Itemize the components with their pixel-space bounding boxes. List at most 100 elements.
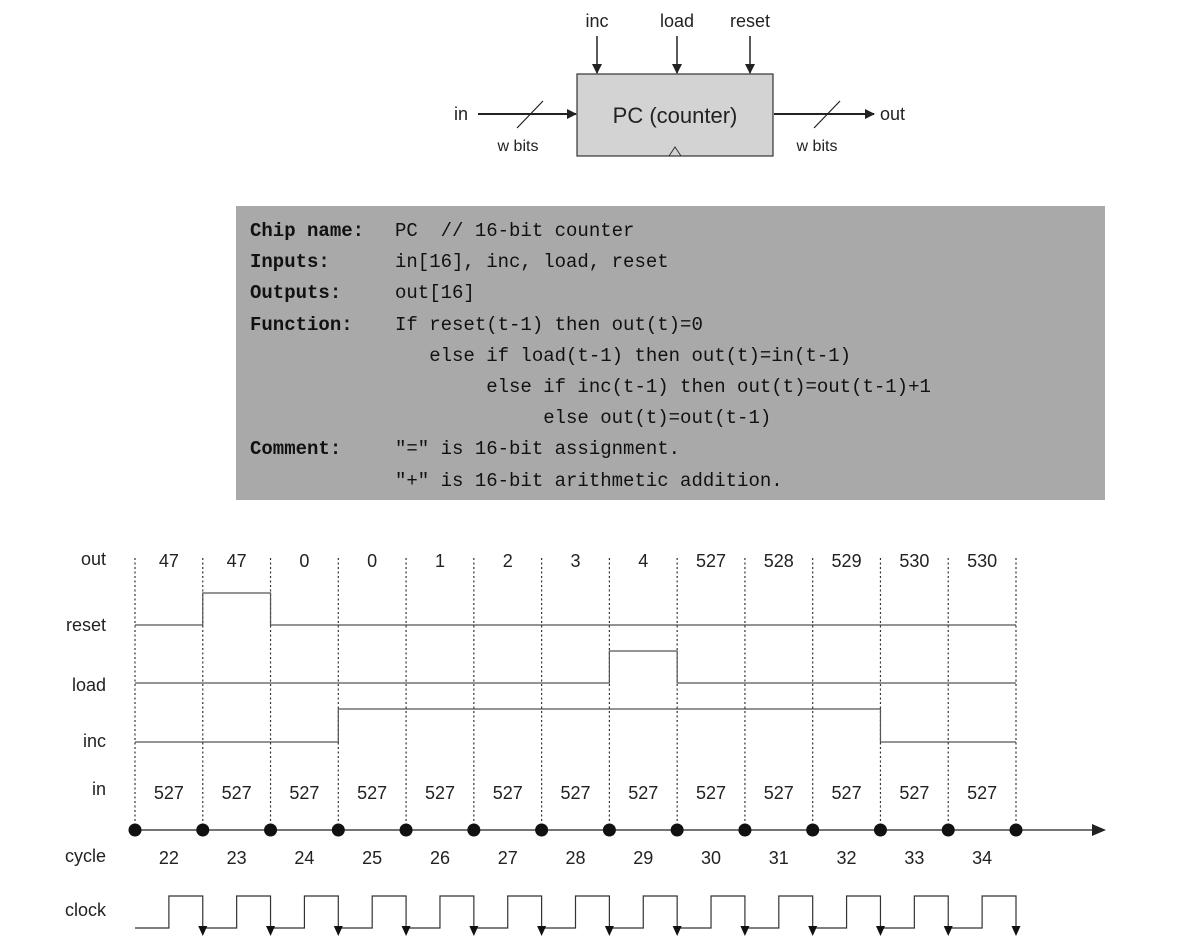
in-value: 527 xyxy=(899,783,929,803)
out-value: 3 xyxy=(570,551,580,571)
spec-label: Inputs: xyxy=(250,251,330,274)
clock-triangle-icon xyxy=(668,146,682,157)
load-input-label: load xyxy=(660,11,694,31)
row-label-out: out xyxy=(81,549,106,569)
cycle-number: 33 xyxy=(904,848,924,868)
spec-row: Function: If reset(t-1) then out(t)=0 xyxy=(250,310,1105,341)
clock-edge-arrow-icon xyxy=(1011,926,1021,936)
inc-input-label: inc xyxy=(585,11,608,31)
spec-label xyxy=(250,372,395,403)
cycle-number: 22 xyxy=(159,848,179,868)
spec-value: in[16], inc, load, reset xyxy=(395,251,669,274)
out-value: 2 xyxy=(503,551,513,571)
spec-value: "+" is 16-bit arithmetic addition. xyxy=(395,469,783,492)
row-label-clock: clock xyxy=(65,900,107,920)
out-bus-slash xyxy=(813,100,841,129)
in-value: 527 xyxy=(289,783,319,803)
spec-value: else out(t)=out(t-1) xyxy=(395,407,772,430)
cycle-dot xyxy=(128,823,142,837)
timing-diagram: out reset load inc in cycle clock 47 527 2… xyxy=(65,549,1106,936)
spec-row: Inputs: in[16], inc, load, reset xyxy=(250,247,1105,278)
spec-label: Outputs: xyxy=(250,282,342,305)
cycle-dot xyxy=(331,823,345,837)
out-value: 527 xyxy=(696,551,726,571)
cycle-number: 29 xyxy=(633,848,653,868)
clock-edge-arrow-icon xyxy=(672,926,682,936)
cycle-dot xyxy=(941,823,955,837)
cycle-number: 27 xyxy=(498,848,518,868)
clock-edge-arrow-icon xyxy=(537,926,547,936)
clock-edge-arrow-icon xyxy=(604,926,614,936)
in-value: 527 xyxy=(967,783,997,803)
spec-value: else if load(t-1) then out(t)=in(t-1) xyxy=(395,344,852,367)
cycle-number: 28 xyxy=(565,848,585,868)
out-value: 530 xyxy=(899,551,929,571)
clock-edge-arrow-icon xyxy=(198,926,208,936)
cycle-number: 24 xyxy=(294,848,314,868)
spec-row: Comment: "=" is 16-bit assignment. xyxy=(250,434,1105,465)
cycle-dot xyxy=(196,823,210,837)
spec-value: out[16] xyxy=(395,282,475,305)
spec-row: else if inc(t-1) then out(t)=out(t-1)+1 xyxy=(250,372,1105,403)
spec-row: else out(t)=out(t-1) xyxy=(250,403,1105,434)
out-value: 529 xyxy=(832,551,862,571)
reset-waveform xyxy=(135,592,1016,626)
out-value: 4 xyxy=(638,551,648,571)
out-value: 528 xyxy=(764,551,794,571)
time-axis-arrow-icon xyxy=(1092,824,1106,836)
clock-edge-arrow-icon xyxy=(808,926,818,936)
cycle-number: 26 xyxy=(430,848,450,868)
spec-value: "=" is 16-bit assignment. xyxy=(395,438,681,461)
clock-edge-arrow-icon xyxy=(469,926,479,936)
spec-value: If reset(t-1) then out(t)=0 xyxy=(395,313,703,336)
clock-waveform xyxy=(135,895,1017,929)
in-bus-width: w bits xyxy=(497,138,539,155)
in-value: 527 xyxy=(425,783,455,803)
cycle-number: 34 xyxy=(972,848,992,868)
row-label-inc: inc xyxy=(83,731,106,751)
in-value: 527 xyxy=(628,783,658,803)
in-value: 527 xyxy=(832,783,862,803)
out-value: 47 xyxy=(159,551,179,571)
clock-edge-arrow-icon xyxy=(333,926,343,936)
out-value: 530 xyxy=(967,551,997,571)
pc-block xyxy=(576,73,774,157)
chip-spec-box: Chip name:PC // 16-bit counter Inputs: in… xyxy=(236,206,1105,500)
in-bus-label: in xyxy=(454,104,468,124)
pc-block-diagram: PC (counter) inc load reset in w bits ou… xyxy=(454,11,905,157)
row-label-cycle: cycle xyxy=(65,846,106,866)
cycle-dot xyxy=(602,823,616,837)
cycle-dot xyxy=(399,823,413,837)
out-bus-label: out xyxy=(880,104,905,124)
row-label-reset: reset xyxy=(66,615,106,635)
clock-edge-arrow-icon xyxy=(401,926,411,936)
in-value: 527 xyxy=(560,783,590,803)
cycle-dot xyxy=(535,823,549,837)
cycle-number: 25 xyxy=(362,848,382,868)
clock-edge-arrow-icon xyxy=(740,926,750,936)
row-label-in: in xyxy=(92,779,106,799)
in-value: 527 xyxy=(222,783,252,803)
cycle-dot xyxy=(670,823,684,837)
in-value: 527 xyxy=(764,783,794,803)
inc-waveform xyxy=(135,708,1016,743)
spec-row: else if load(t-1) then out(t)=in(t-1) xyxy=(250,341,1105,372)
clock-edge-arrow-icon xyxy=(943,926,953,936)
in-value: 527 xyxy=(493,783,523,803)
cycle-number: 30 xyxy=(701,848,721,868)
spec-label xyxy=(250,341,395,372)
spec-label: Function: xyxy=(250,313,353,336)
spec-value: else if inc(t-1) then out(t)=out(t-1)+1 xyxy=(395,375,931,398)
cycle-dot xyxy=(806,823,820,837)
row-label-load: load xyxy=(72,675,106,695)
out-value: 47 xyxy=(227,551,247,571)
spec-value: PC // 16-bit counter xyxy=(395,220,635,242)
spec-row: "+" is 16-bit arithmetic addition. xyxy=(250,466,1105,497)
spec-label: Comment: xyxy=(250,438,342,461)
load-waveform xyxy=(135,650,1016,684)
cycle-dot xyxy=(738,823,752,837)
spec-row: Chip name:PC // 16-bit counter xyxy=(250,216,1105,247)
clock-edge-arrow-icon xyxy=(875,926,885,936)
cycle-dot xyxy=(467,823,481,837)
